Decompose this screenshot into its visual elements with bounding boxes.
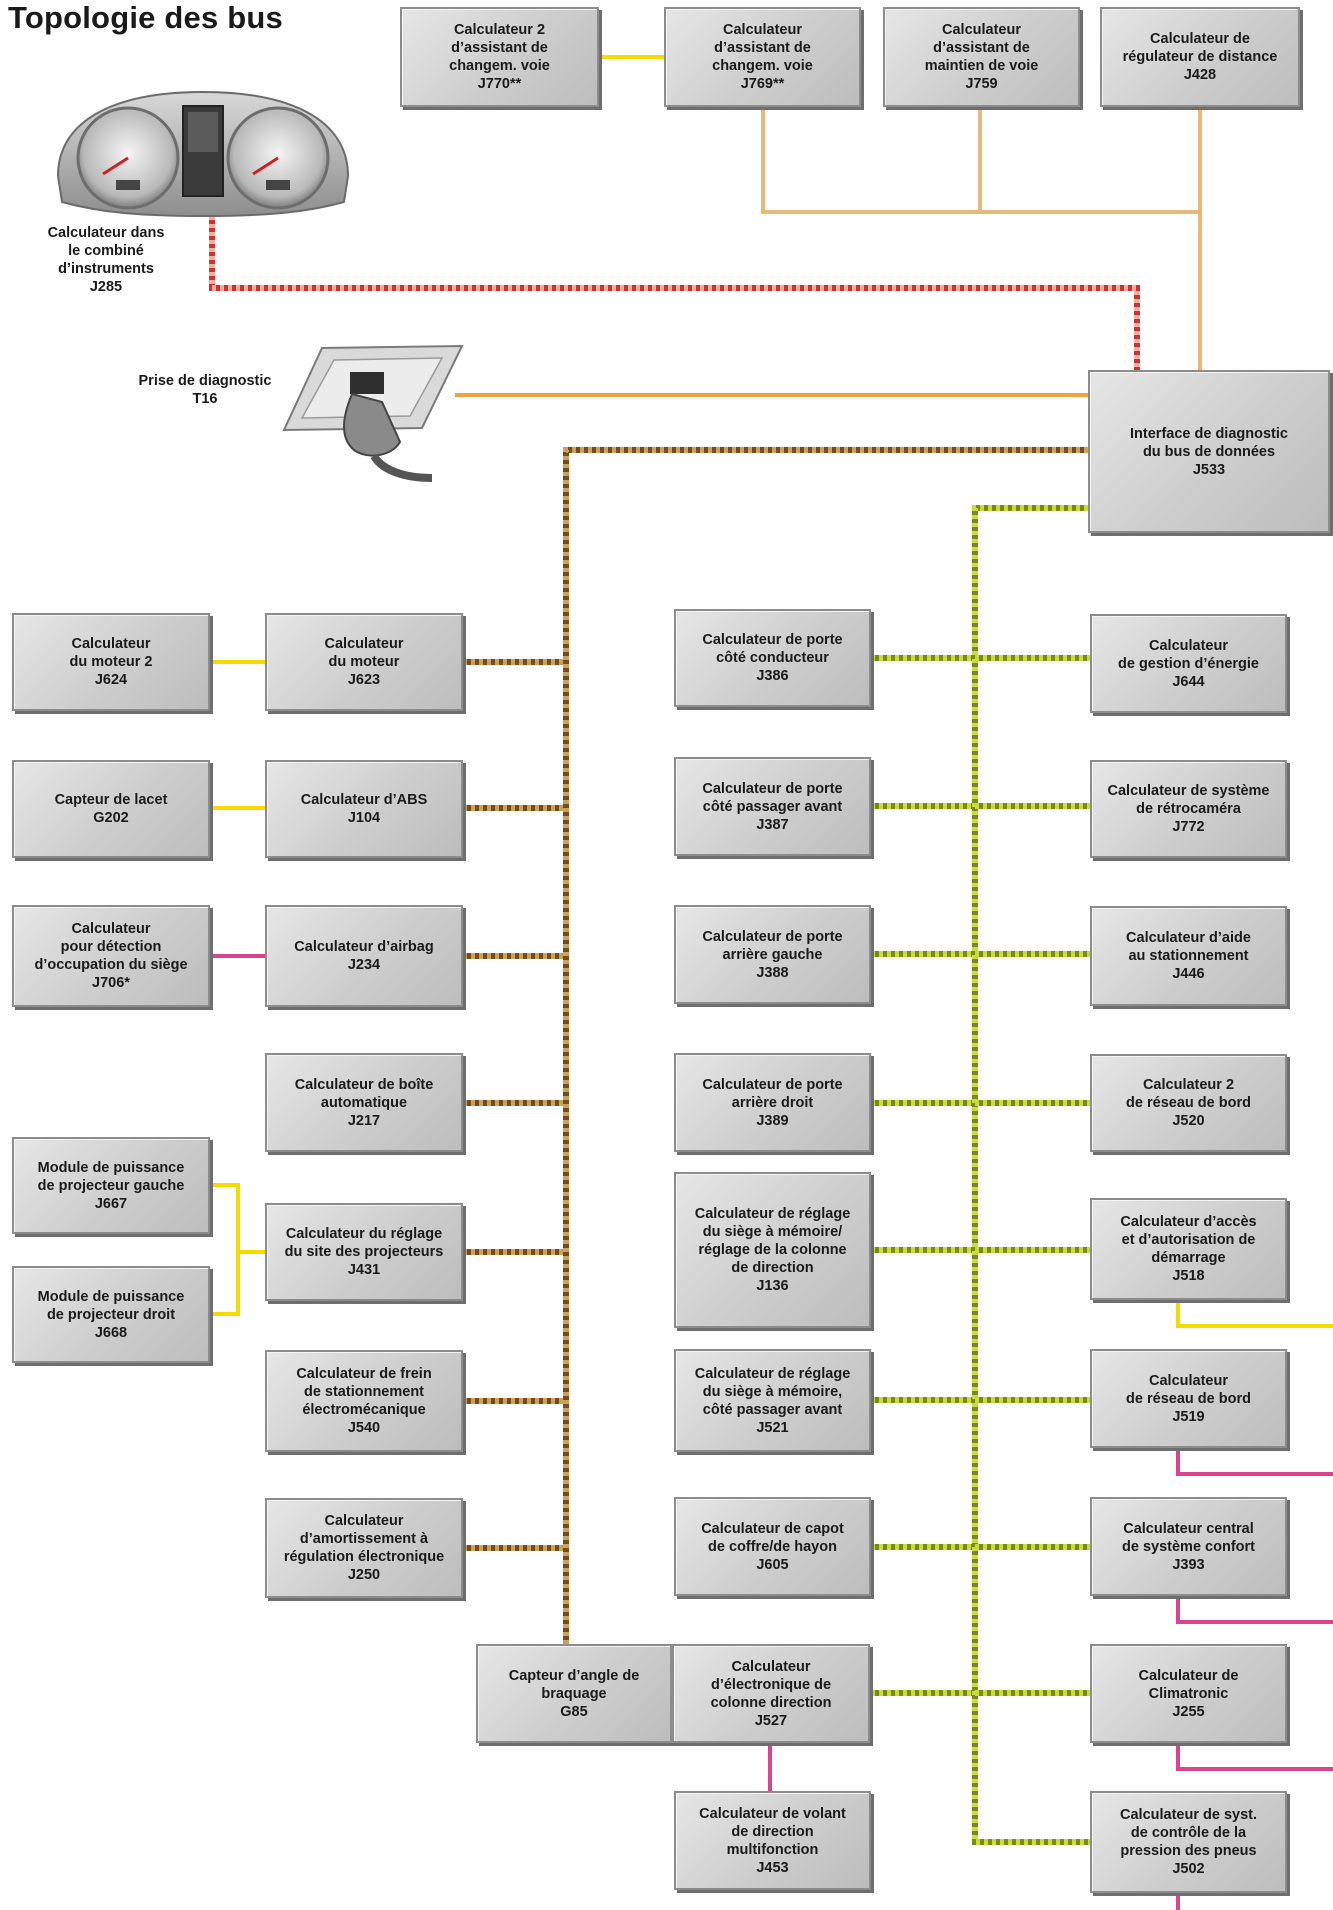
- comfort-bus-base: [871, 505, 1090, 1845]
- comfort-bus-stripe: [871, 505, 1090, 1845]
- lin-j255: [1176, 1743, 1333, 1771]
- instrument-cluster-icon: [56, 90, 350, 218]
- diag-socket-label: Prise de diagnostic T16: [138, 373, 272, 407]
- lin-j393: [1176, 1596, 1333, 1624]
- page-title: Topologie des bus: [8, 0, 283, 35]
- diagnostic-socket-icon: [282, 344, 464, 482]
- link-headlamps-j431: [210, 1183, 265, 1316]
- link-j518-right: [1176, 1300, 1333, 1328]
- powertrain-bus-stripe: [463, 447, 1088, 1644]
- cluster-label: Calculateur dans le combiné d’instrument…: [47, 225, 165, 295]
- lin-j519: [1176, 1448, 1333, 1476]
- sensor-bus: [761, 107, 1202, 370]
- dashboard-bus-stripe: [209, 200, 1140, 370]
